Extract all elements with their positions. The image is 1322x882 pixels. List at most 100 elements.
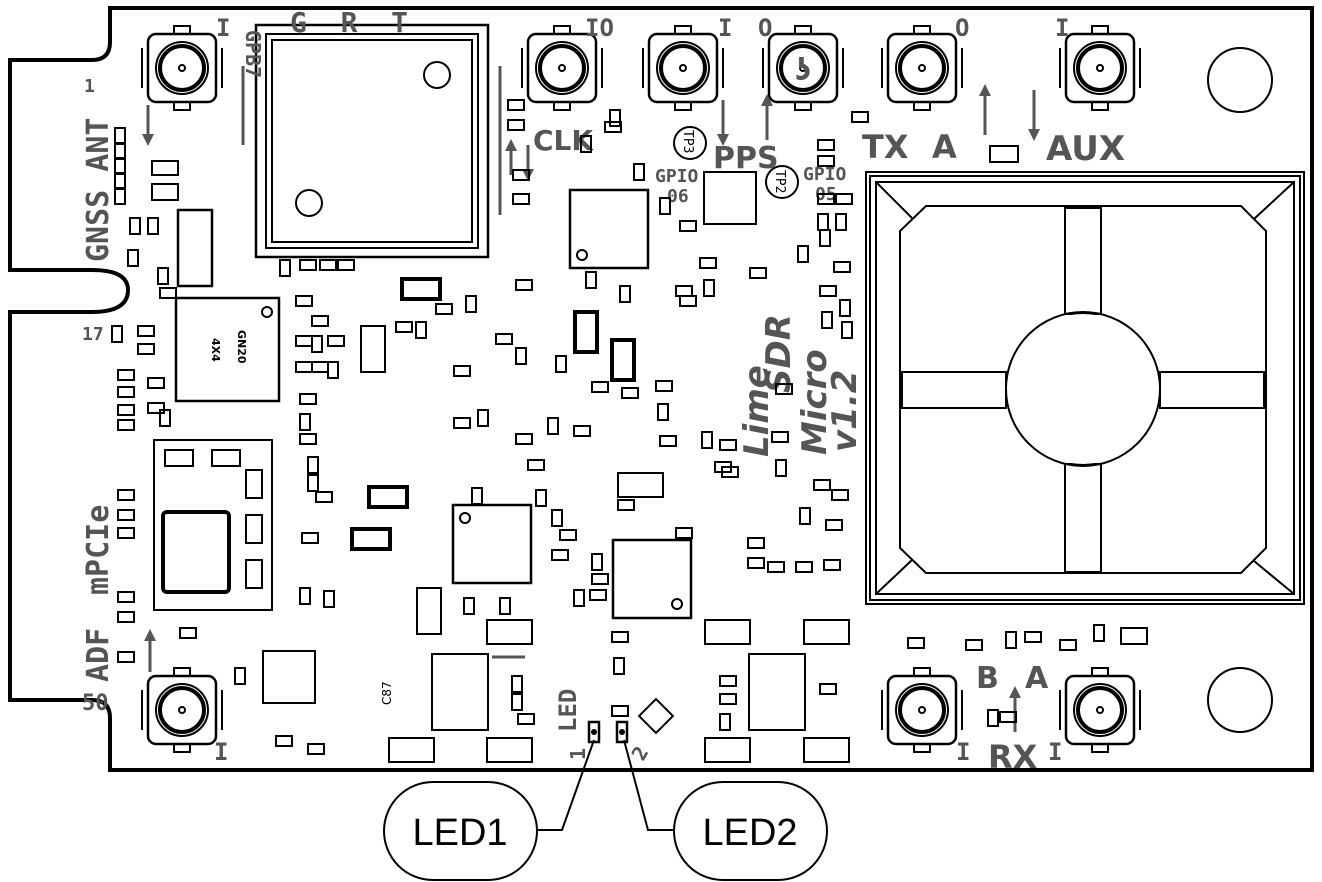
ic-qfn-left bbox=[174, 296, 281, 403]
smd-passive bbox=[719, 693, 737, 705]
smd-passive bbox=[114, 157, 126, 175]
capacitor bbox=[245, 514, 263, 544]
smd-passive bbox=[179, 627, 197, 639]
smd-passive bbox=[621, 387, 639, 399]
led2-pad[interactable] bbox=[615, 720, 629, 744]
smd-passive bbox=[114, 127, 126, 145]
smd-passive bbox=[655, 380, 673, 392]
smd-passive bbox=[591, 573, 609, 585]
smd-passive bbox=[137, 325, 155, 337]
connector-gnss bbox=[140, 24, 224, 112]
smd-passive bbox=[117, 527, 135, 539]
smd-passive bbox=[157, 267, 169, 285]
smd-passive bbox=[311, 361, 329, 373]
smd-passive bbox=[1059, 639, 1077, 651]
smd-passive bbox=[817, 193, 835, 205]
connector-dir-rx-b: I bbox=[956, 738, 970, 766]
smd-passive bbox=[703, 279, 715, 297]
capacitor bbox=[211, 449, 241, 467]
smd-passive bbox=[295, 361, 313, 373]
label-rx: RX bbox=[988, 738, 1038, 776]
connector-adf bbox=[140, 666, 224, 754]
smd-passive bbox=[775, 383, 793, 395]
smd-passive bbox=[851, 111, 869, 123]
smd-passive bbox=[817, 139, 835, 151]
smd-passive bbox=[719, 713, 731, 731]
smd-passive bbox=[301, 532, 319, 544]
smd-passive bbox=[965, 639, 983, 651]
connector-aux bbox=[1058, 24, 1142, 112]
smd-passive bbox=[471, 487, 483, 505]
smd-passive bbox=[721, 466, 739, 478]
smd-passive bbox=[799, 507, 811, 525]
capacitor bbox=[350, 527, 392, 551]
smd-passive bbox=[551, 549, 569, 561]
capacitor bbox=[617, 472, 664, 498]
capacitor bbox=[245, 559, 263, 589]
ic-clk bbox=[568, 188, 650, 270]
smd-passive bbox=[825, 519, 843, 531]
smd-passive bbox=[337, 259, 355, 271]
capacitor bbox=[573, 310, 599, 354]
smd-passive bbox=[435, 303, 453, 315]
smd-passive bbox=[585, 271, 597, 289]
callout-leader-led2 bbox=[623, 739, 675, 831]
ic-gpio-square bbox=[703, 171, 757, 225]
smd-passive bbox=[833, 261, 851, 273]
smd-passive bbox=[117, 651, 135, 663]
smd-passive bbox=[299, 413, 311, 431]
smd-passive bbox=[299, 433, 317, 445]
smd-passive bbox=[591, 381, 609, 393]
smd-passive bbox=[114, 142, 126, 160]
smd-passive bbox=[477, 409, 489, 427]
connector-rx-b bbox=[880, 666, 964, 754]
smd-passive bbox=[839, 299, 851, 317]
capacitor bbox=[367, 485, 409, 509]
callout-bubble-led1[interactable] bbox=[383, 781, 538, 881]
smd-passive bbox=[1024, 631, 1042, 643]
label-led: LED bbox=[554, 689, 582, 732]
connector-dir-pps-out: O bbox=[758, 14, 772, 42]
smd-passive bbox=[701, 431, 713, 449]
smd-passive bbox=[295, 335, 313, 347]
smd-passive bbox=[307, 456, 319, 474]
smd-passive bbox=[117, 509, 135, 521]
smd-passive bbox=[679, 220, 697, 232]
smd-passive bbox=[147, 377, 165, 389]
ic-regulator bbox=[176, 208, 214, 288]
smd-passive bbox=[633, 163, 645, 181]
smd-passive bbox=[307, 743, 325, 755]
label-mpcie: mPCIe bbox=[81, 505, 116, 595]
capacitor bbox=[164, 449, 194, 467]
label-rx-a: A bbox=[1025, 661, 1049, 696]
smd-passive bbox=[279, 259, 291, 277]
smd-passive bbox=[512, 169, 530, 181]
module-mpcie-block bbox=[153, 439, 273, 611]
smd-passive bbox=[453, 417, 471, 429]
label-gpb: GPB7 bbox=[241, 30, 265, 78]
smd-passive bbox=[659, 435, 677, 447]
smd-passive bbox=[679, 295, 697, 307]
smd-passive bbox=[535, 489, 547, 507]
smd-passive bbox=[117, 386, 135, 398]
connector-dir-aux: I bbox=[1055, 14, 1069, 42]
smd-passive bbox=[515, 347, 527, 365]
ic-marking-1: 4X4 bbox=[209, 338, 222, 362]
smd-passive bbox=[117, 369, 135, 381]
smd-passive bbox=[657, 403, 669, 421]
smd-passive bbox=[747, 537, 765, 549]
smd-passive bbox=[835, 213, 847, 231]
capacitor bbox=[416, 587, 442, 635]
capacitor bbox=[704, 737, 751, 763]
smd-passive bbox=[137, 343, 155, 355]
smd-passive bbox=[559, 529, 577, 541]
label-pin-1: 1 bbox=[84, 76, 95, 97]
smd-passive bbox=[311, 315, 329, 327]
smd-passive bbox=[580, 135, 592, 153]
connector-tx bbox=[880, 24, 964, 112]
capacitor bbox=[486, 619, 533, 645]
smd-passive bbox=[675, 527, 693, 539]
label-tx: TX bbox=[862, 128, 909, 166]
callout-bubble-led2[interactable] bbox=[673, 781, 828, 881]
